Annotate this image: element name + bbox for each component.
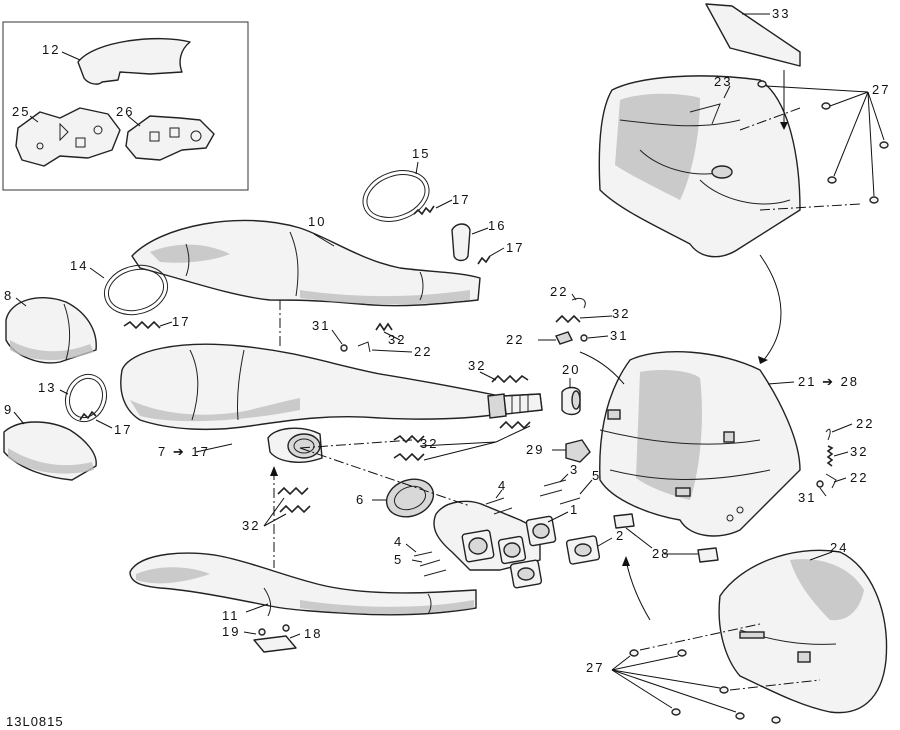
label-9: 9: [4, 402, 13, 417]
part-6-gasket-ring: [372, 478, 435, 518]
springs-32: [263, 314, 613, 527]
diagram-code: 13L0815: [6, 714, 64, 729]
label-32-e: 32: [850, 444, 868, 459]
label-5-a: 5: [592, 468, 601, 483]
part-25-gasket: [15, 107, 121, 167]
label-31-a: 31: [312, 318, 330, 333]
label-24: 24: [830, 540, 848, 555]
label-6: 6: [356, 492, 365, 507]
part-16-clamp: [451, 223, 489, 262]
part-12-heat-shield-pad: [77, 37, 191, 85]
label-26: 26: [116, 104, 134, 119]
part-10-upper-heat-shield: [131, 219, 481, 307]
label-27-top: 27: [872, 82, 890, 97]
label-8: 8: [4, 288, 13, 303]
label-29: 29: [526, 442, 544, 457]
label-28: 28: [652, 546, 670, 561]
part-18-bracket: [243, 624, 301, 653]
label-23: 23: [714, 74, 732, 89]
label-17-c: 17: [172, 314, 190, 329]
part-15-clamp-ring: [362, 161, 430, 222]
part-29-sensor: [552, 439, 591, 463]
part-13-ring: [59, 373, 108, 423]
label-11: 11: [222, 608, 240, 623]
part-7-exhaust-pipe: [120, 300, 543, 463]
part-9-end-cap: [3, 411, 97, 481]
label-17-b: 17: [506, 240, 524, 255]
label-32-d: 32: [420, 436, 438, 451]
part-21-muffler-box: [599, 351, 853, 537]
part-33-pad: [705, 3, 801, 67]
label-7: 7 ➔ 17: [158, 444, 210, 459]
label-21: 21 ➔ 28: [798, 374, 859, 389]
label-4-a: 4: [498, 478, 507, 493]
label-22-d: 22: [856, 416, 874, 431]
label-15: 15: [412, 146, 430, 161]
label-3: 3: [570, 462, 579, 477]
part-14-clamp-ring: [89, 264, 169, 316]
part-28-clip: [613, 513, 719, 563]
label-1: 1: [570, 502, 579, 517]
label-22-a: 22: [550, 284, 568, 299]
label-17-top: 17: [452, 192, 470, 207]
hardware-22-31: [331, 293, 625, 385]
label-32-f: 32: [242, 518, 260, 533]
label-22-c: 22: [414, 344, 432, 359]
label-5-b: 5: [394, 552, 403, 567]
part-2-flange: [509, 535, 613, 589]
label-12: 12: [42, 42, 60, 57]
label-18: 18: [304, 626, 322, 641]
label-27-bottom: 27: [586, 660, 604, 675]
label-31-b: 31: [610, 328, 628, 343]
label-20: 20: [562, 362, 580, 377]
label-14: 14: [70, 258, 88, 273]
label-16: 16: [488, 218, 506, 233]
label-10: 10: [308, 214, 326, 229]
part-8-end-cap: [5, 297, 97, 364]
label-22-b: 22: [506, 332, 524, 347]
label-22-e: 22: [850, 470, 868, 485]
label-13: 13: [38, 380, 56, 395]
springs-17: [79, 199, 505, 429]
label-25: 25: [12, 104, 30, 119]
label-17-d: 17: [114, 422, 132, 437]
part-20-sleeve: [561, 378, 581, 416]
gasket-kit-box: [2, 21, 249, 191]
part-26-gasket: [125, 115, 215, 161]
part-24-lower-cover: [611, 549, 888, 724]
part-11-lower-heat-shield: [129, 466, 477, 617]
label-33: 33: [772, 6, 790, 21]
part-23-upper-muffler-box: [598, 70, 889, 364]
label-32-a: 32: [612, 306, 630, 321]
label-32-c: 32: [468, 358, 486, 373]
label-31-c: 31: [798, 490, 816, 505]
label-32-b: 32: [388, 332, 406, 347]
callout-labels: 12 25 26 33 23 27 15 17 10 16 17 14 8 22…: [4, 6, 890, 729]
label-19: 19: [222, 624, 240, 639]
label-2: 2: [616, 528, 625, 543]
label-4-b: 4: [394, 534, 403, 549]
bolts-3-4-5: [405, 473, 593, 577]
part-1-manifold: [433, 500, 569, 571]
